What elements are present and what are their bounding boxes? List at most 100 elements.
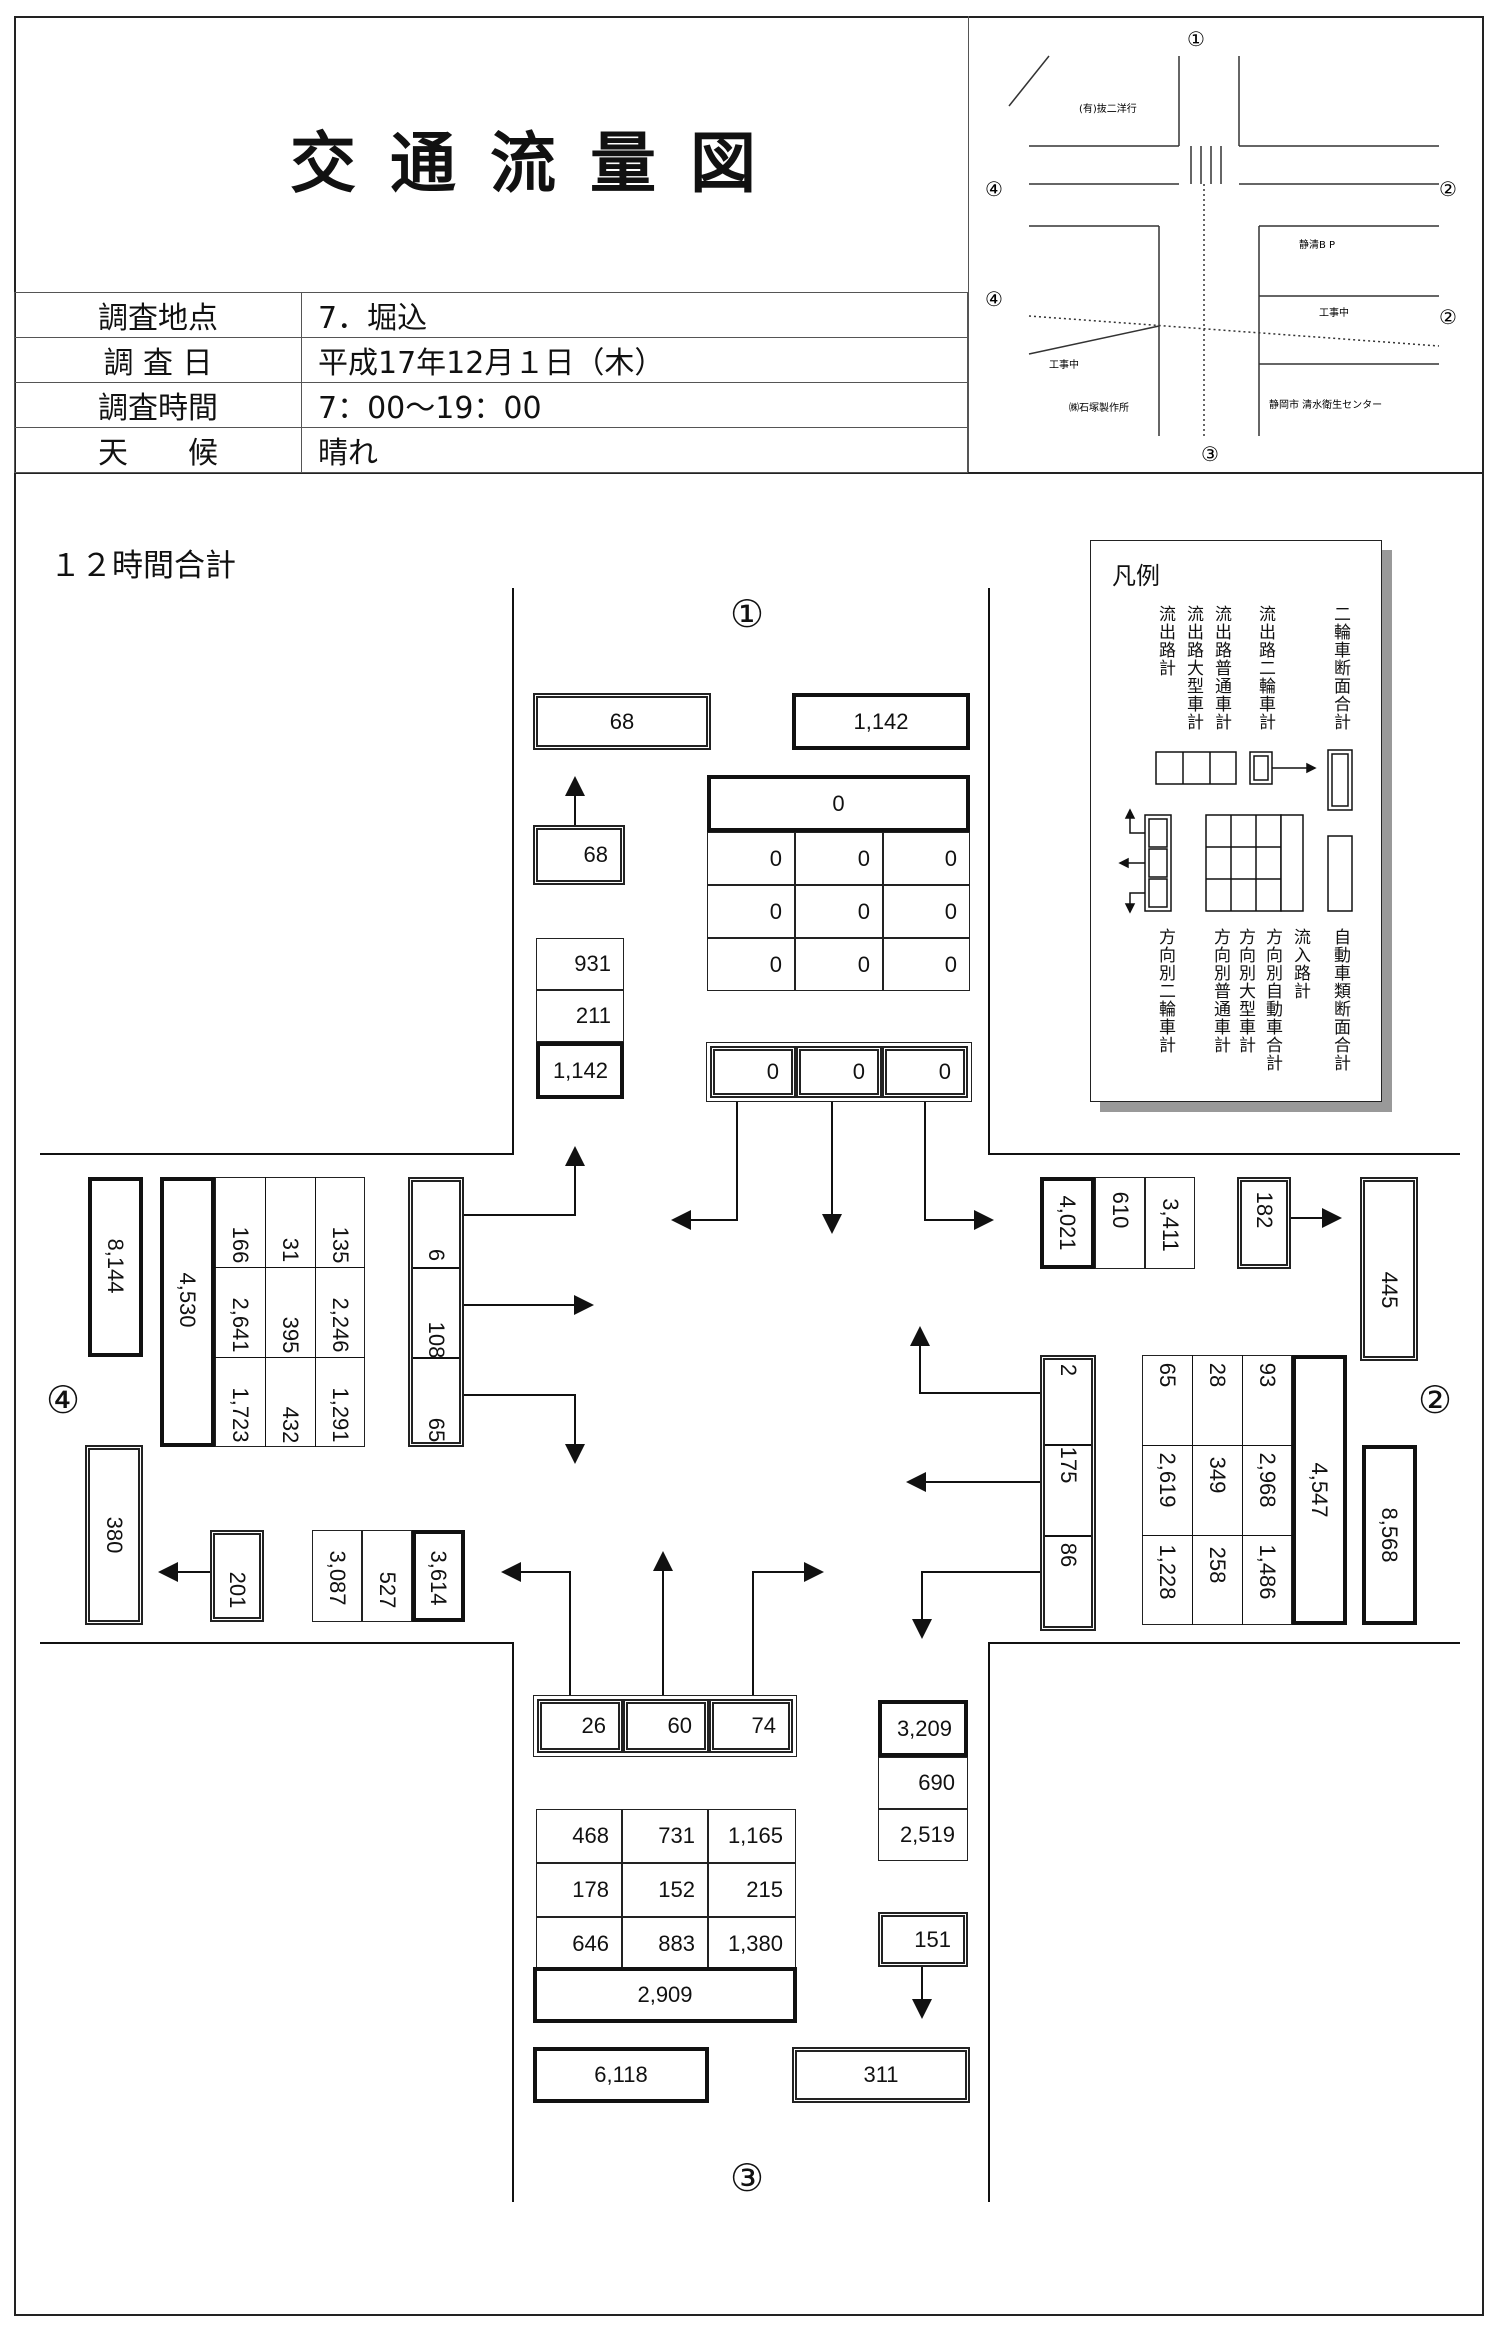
n-in-motor-total: 0 xyxy=(707,775,970,832)
w-cross-bike: 380 xyxy=(102,1516,127,1554)
map-mark-4b: ④ xyxy=(985,287,1003,311)
e-grid-cell: 1,228 xyxy=(1155,1544,1180,1600)
map-label-sanitation-center: 静岡市 清水衛生センター xyxy=(1269,398,1382,411)
approach-label-4: ④ xyxy=(46,1378,81,1422)
e-grid-cell: 2,619 xyxy=(1155,1452,1180,1508)
e-cross-total-box xyxy=(1362,1445,1417,1625)
legend-label: 流出路計 xyxy=(1155,605,1175,677)
s-out-bike: 151 xyxy=(878,1912,968,1967)
e-bike-turn: 175 xyxy=(1056,1446,1081,1484)
legend-label: 方向別二輪車計 xyxy=(1155,928,1175,1054)
e-bike-turn-frame xyxy=(1040,1355,1096,1631)
arrow-e-right xyxy=(910,1326,1040,1394)
w-grid-cell: 135 xyxy=(328,1226,353,1264)
e-out-bike: 182 xyxy=(1252,1191,1277,1229)
legend-label: 方向別普通車計 xyxy=(1210,928,1230,1054)
divider xyxy=(1142,1445,1292,1446)
e-out-stack-normal-box xyxy=(1145,1177,1195,1269)
map-mark-3: ③ xyxy=(1201,442,1219,466)
info-value: 晴れ xyxy=(301,427,968,473)
e-grid-cell: 28 xyxy=(1205,1362,1230,1388)
legend-label: 流出路二輪車計 xyxy=(1255,605,1275,731)
e-grid-cell: 349 xyxy=(1205,1456,1230,1494)
arrow-s-right xyxy=(752,1562,824,1695)
legend-label: 自動車類断面合計 xyxy=(1330,928,1350,1072)
e-grid-cell: 258 xyxy=(1205,1546,1230,1584)
road-edge xyxy=(512,588,514,1153)
approach-label-1: ① xyxy=(730,592,765,636)
divider xyxy=(265,1177,266,1447)
w-grid-cell: 1,291 xyxy=(328,1387,353,1443)
approach-label-2: ② xyxy=(1418,1378,1453,1422)
n-bike-turn: 0 xyxy=(882,1046,968,1098)
legend-label: 流出路普通車計 xyxy=(1211,605,1231,731)
e-out-stack-total-box xyxy=(1040,1177,1095,1269)
s-bike-turn: 26 xyxy=(537,1699,623,1753)
page-title: 交通流量図 xyxy=(290,125,790,202)
arrow-w-right xyxy=(462,1394,585,1464)
s-cross-total: 6,118 xyxy=(533,2047,709,2103)
legend-title: 凡例 xyxy=(1112,562,1160,590)
page-frame xyxy=(14,16,1484,2316)
legend-label: 流入路計 xyxy=(1290,928,1310,1000)
legend-label: 方向別自動車合計 xyxy=(1262,928,1282,1072)
n-cross-total: 1,142 xyxy=(792,693,970,750)
e-grid-cell: 1,486 xyxy=(1255,1544,1280,1600)
arrow-n-right xyxy=(671,1100,738,1230)
s-grid-cell: 152 xyxy=(622,1863,708,1917)
info-label: 調査時間 xyxy=(14,382,302,428)
s-grid-cell: 883 xyxy=(622,1917,708,1971)
n-bike-turn: 0 xyxy=(710,1046,796,1098)
road-edge xyxy=(988,1642,990,2202)
s-grid-cell: 1,380 xyxy=(708,1917,796,1971)
map-label-construction: 工事中 xyxy=(1049,358,1079,371)
road-edge xyxy=(40,1153,514,1155)
divider xyxy=(215,1267,365,1268)
divider xyxy=(315,1177,316,1447)
info-row-time: 調査時間 7：00～19：00 xyxy=(14,382,968,428)
arrow-e-left xyxy=(912,1571,1040,1639)
w-grid-cell: 2,246 xyxy=(328,1297,353,1353)
map-label-shop: (有)抜二洋行 xyxy=(1079,102,1137,115)
road-edge xyxy=(988,1153,1460,1155)
map-label-factory: ㈱石塚製作所 xyxy=(1069,401,1129,414)
info-label: 調 査 日 xyxy=(14,337,302,383)
s-grid-cell: 468 xyxy=(536,1809,622,1863)
legend-label: 方向別大型車計 xyxy=(1235,928,1255,1054)
approach-label-3: ③ xyxy=(730,2156,765,2200)
n-grid-cell: 0 xyxy=(883,885,970,938)
n-out-stack-total: 931 xyxy=(536,938,624,990)
w-out-bike: 201 xyxy=(225,1571,250,1609)
arrow-n-left xyxy=(924,1100,994,1230)
legend-label: 流出路大型車計 xyxy=(1183,605,1203,731)
n-out-bike: 68 xyxy=(533,825,625,885)
w-cross-total: 8,144 xyxy=(103,1238,128,1294)
n-grid-cell: 0 xyxy=(707,832,795,885)
n-grid-cell: 0 xyxy=(707,938,795,991)
e-cross-total: 8,568 xyxy=(1377,1507,1402,1563)
s-out-stack-normal: 2,519 xyxy=(878,1809,968,1861)
w-out-stack-normal-box xyxy=(312,1530,362,1622)
w-cross-bike-box xyxy=(85,1445,143,1625)
divider xyxy=(413,1267,459,1269)
w-bike-turn: 6 xyxy=(424,1248,449,1262)
s-bike-turn: 60 xyxy=(623,1699,709,1753)
map-mark-4: ④ xyxy=(985,177,1003,201)
map-mark-2: ② xyxy=(1439,177,1457,201)
e-out-bike-box xyxy=(1237,1177,1291,1269)
road-edge xyxy=(40,1642,514,1644)
e-in-motor-total: 4,547 xyxy=(1307,1462,1332,1518)
location-map-drawing: (有)抜二洋行 静清B P 工事中 工事中 ㈱石塚製作所 静岡市 清水衛生センタ… xyxy=(985,27,1457,466)
n-bike-turn: 0 xyxy=(796,1046,882,1098)
e-cross-bike: 445 xyxy=(1377,1271,1402,1309)
info-value: 7：00～19：00 xyxy=(301,382,968,428)
map-mark-2b: ② xyxy=(1439,305,1457,329)
arrow-s-left xyxy=(501,1562,571,1695)
info-value: 平成17年12月１日（木） xyxy=(301,337,968,383)
arrow-w-left xyxy=(462,1146,585,1216)
map-label-construction: 工事中 xyxy=(1319,306,1349,319)
divider xyxy=(1045,1444,1091,1446)
e-cross-bike-box xyxy=(1360,1177,1418,1361)
e-in-motor-total-box xyxy=(1292,1355,1347,1625)
